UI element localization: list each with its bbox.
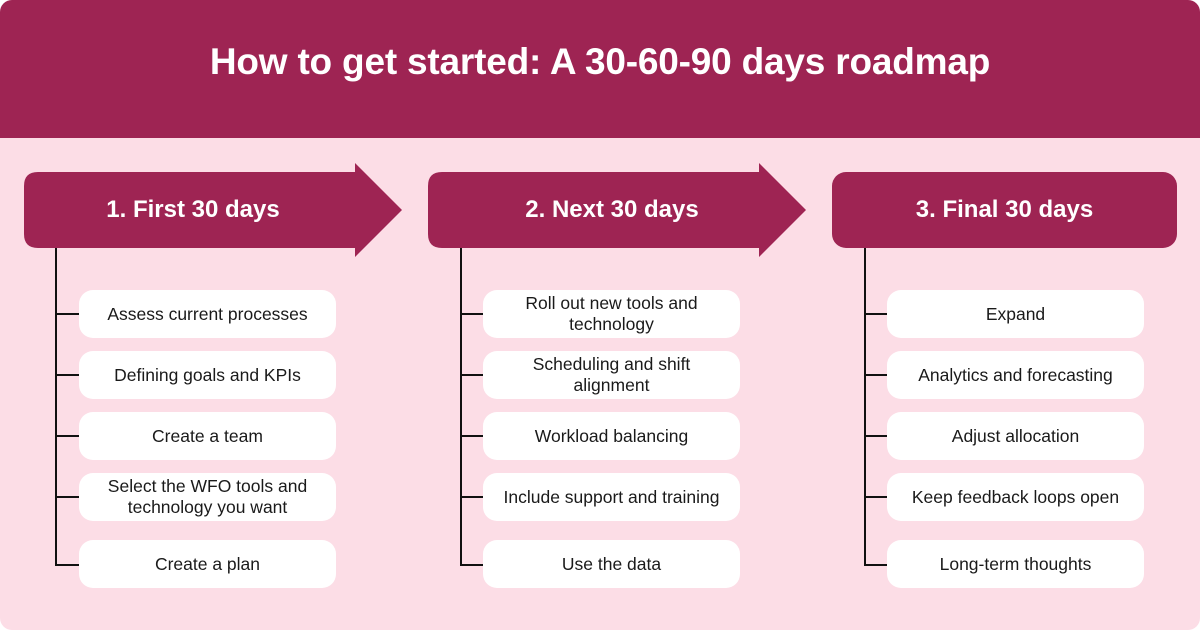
phase-3-item: Analytics and forecasting — [887, 351, 1144, 399]
branch-tick — [56, 313, 79, 315]
phase-1-item: Create a team — [79, 412, 336, 460]
phase-2-item: Roll out new tools and technology — [483, 290, 740, 338]
branch-tick — [56, 435, 79, 437]
phase-3-item: Long-term thoughts — [887, 540, 1144, 588]
phase-1-item: Create a plan — [79, 540, 336, 588]
phase-2-item: Include support and training — [483, 473, 740, 521]
branch-tick — [56, 564, 79, 566]
page-title: How to get started: A 30-60-90 days road… — [209, 41, 991, 82]
phase-2-label: 2. Next 30 days — [525, 196, 699, 223]
phase-3-label: 3. Final 30 days — [915, 196, 1094, 223]
branch-tick — [865, 374, 888, 376]
arrow-shape-icon — [428, 163, 806, 257]
phase-2-item: Use the data — [483, 540, 740, 588]
branch-tick — [56, 496, 79, 498]
rounded-box-shape — [832, 172, 1177, 248]
branch-tick — [865, 564, 888, 566]
phase-3-connector-line — [864, 248, 866, 566]
branch-tick — [461, 564, 484, 566]
title-banner: How to get started: A 30-60-90 days road… — [0, 0, 1200, 138]
phase-2-item: Scheduling and shift alignment — [483, 351, 740, 399]
phase-1-connector-line — [55, 248, 57, 566]
phase-1-header: 1. First 30 days — [24, 163, 402, 257]
phase-1-item: Select the WFO tools and technology you … — [79, 473, 336, 521]
branch-tick — [461, 374, 484, 376]
phase-2-header: 2. Next 30 days — [428, 163, 806, 257]
phase-3-item: Expand — [887, 290, 1144, 338]
branch-tick — [461, 435, 484, 437]
phase-2-connector-line — [460, 248, 462, 566]
branch-tick — [56, 374, 79, 376]
phase-3-item: Keep feedback loops open — [887, 473, 1144, 521]
phase-3-item: Adjust allocation — [887, 412, 1144, 460]
phase-1-label: 1. First 30 days — [106, 196, 280, 223]
phase-1-item: Defining goals and KPIs — [79, 351, 336, 399]
phase-2-item: Workload balancing — [483, 412, 740, 460]
branch-tick — [865, 496, 888, 498]
phase-3-header: 3. Final 30 days — [832, 163, 1177, 257]
branch-tick — [865, 435, 888, 437]
branch-tick — [461, 496, 484, 498]
branch-tick — [461, 313, 484, 315]
arrow-shape-icon — [24, 163, 402, 257]
branch-tick — [865, 313, 888, 315]
phase-1-item: Assess current processes — [79, 290, 336, 338]
